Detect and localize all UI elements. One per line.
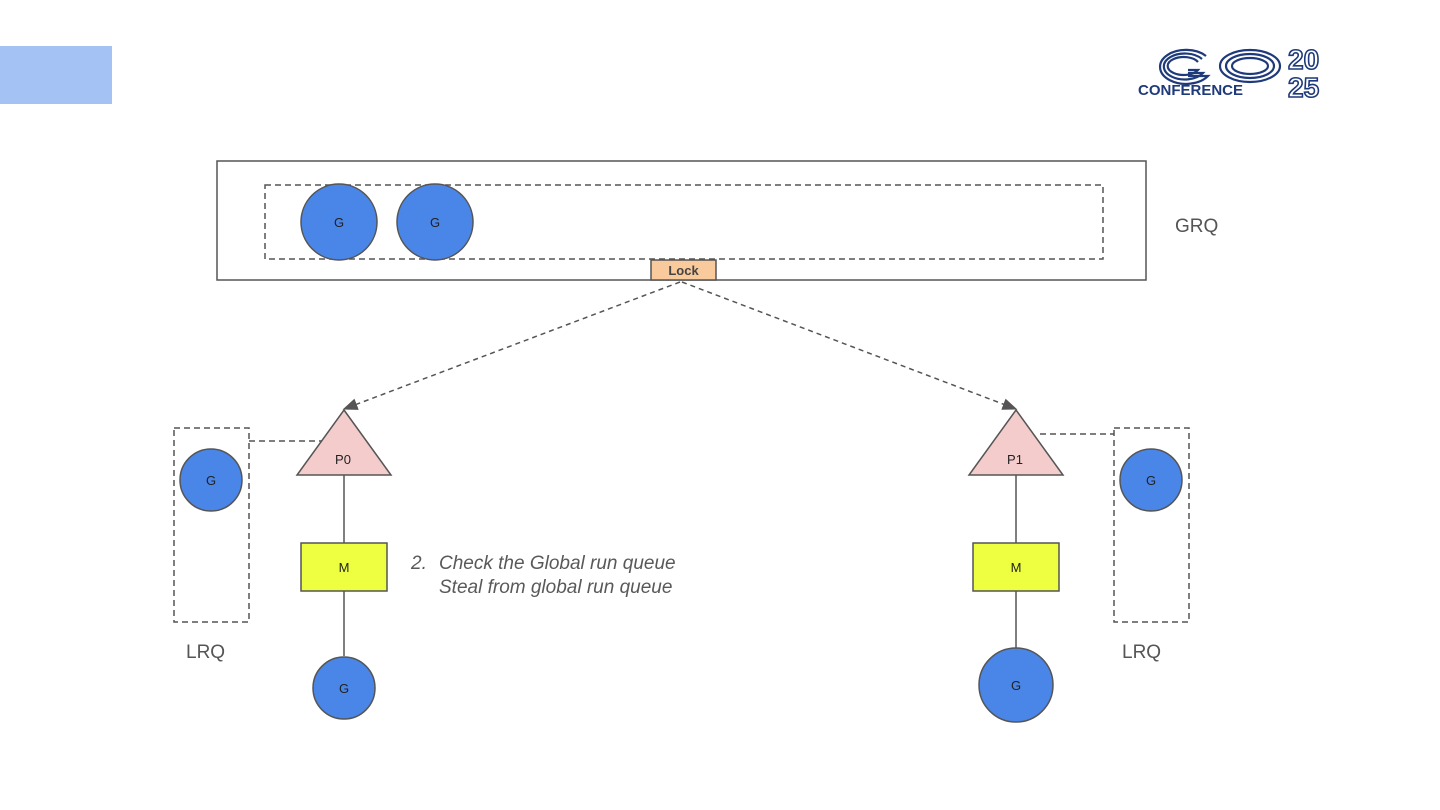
lrq-goroutine-p1: G (1119, 448, 1183, 512)
lrq-box-p1 (1113, 427, 1190, 623)
global-run-queue-slots (264, 184, 1104, 260)
lrq-label-p1: LRQ (1122, 642, 1161, 663)
step-note-text1: Check the Global run queue (439, 553, 676, 574)
goroutine-circle (1119, 448, 1183, 512)
goroutine-circle (179, 448, 243, 512)
title-accent-block (0, 46, 112, 104)
machine-m-p0-label: M (339, 560, 350, 575)
step-note: 2. Check the Global run queue Steal from … (411, 552, 676, 600)
lrq-label-p0: LRQ (186, 642, 225, 663)
steal-arrow-p0 (342, 281, 681, 410)
processor-p1 (967, 408, 1065, 476)
goroutine-circle (312, 656, 376, 720)
goroutine-label: G (1011, 678, 1021, 693)
processor-p1-label: P1 (1007, 452, 1023, 467)
logo-year-top: 20 (1288, 44, 1319, 75)
logo-subtitle: CONFERENCE (1138, 82, 1243, 99)
lock-label: Lock (668, 263, 699, 278)
lrq-box-p0 (173, 427, 250, 623)
step-number: 2. (411, 553, 427, 574)
machine-m-p0 (300, 542, 388, 592)
step-note-line1: 2. Check the Global run queue (411, 552, 676, 576)
running-goroutine-p0: G (312, 656, 376, 720)
goroutine-circle (396, 183, 474, 261)
go-conference-logo-graphic: CONFERENCE 20 25 (1138, 44, 1320, 100)
grq-label: GRQ (1175, 216, 1218, 237)
processor-p0 (295, 408, 393, 476)
goroutine-label: G (339, 681, 349, 696)
step-note-line2: Steal from global run queue (439, 577, 673, 598)
running-goroutine-p1: G (978, 647, 1054, 723)
goroutine-label: G (334, 215, 344, 230)
lock-box (650, 259, 717, 281)
processor-p0-label: P0 (335, 452, 351, 467)
goroutine-label: G (1146, 473, 1156, 488)
lrq-goroutine-p0: G (179, 448, 243, 512)
steal-arrow-p1 (681, 281, 1018, 410)
logo-year-bottom: 25 (1288, 72, 1319, 100)
grq-goroutine: G (300, 183, 378, 261)
goroutine-label: G (430, 215, 440, 230)
grq-goroutine: G (396, 183, 474, 261)
goroutine-circle (300, 183, 378, 261)
goroutine-circle (978, 647, 1054, 723)
machine-m-p1 (972, 542, 1060, 592)
goroutine-label: G (206, 473, 216, 488)
go-conference-logo: CONFERENCE 20 25 (1138, 44, 1360, 100)
machine-m-p1-label: M (1011, 560, 1022, 575)
